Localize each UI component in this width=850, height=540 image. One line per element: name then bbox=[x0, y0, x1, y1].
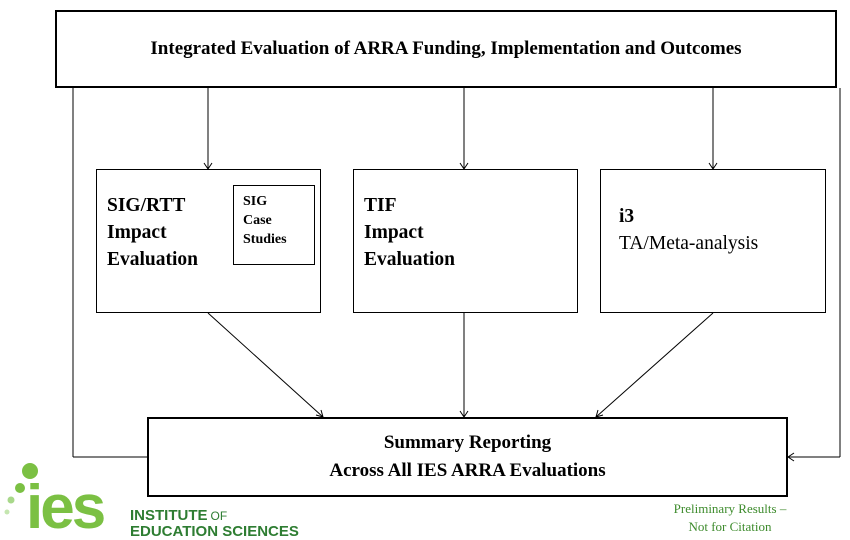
sig-case-line1: SIG bbox=[243, 194, 268, 209]
i3-box: i3 TA/Meta-analysis bbox=[600, 169, 826, 313]
integrated-evaluation-title: Integrated Evaluation of ARRA Funding, I… bbox=[150, 38, 742, 59]
logo-line1-main: INSTITUTE bbox=[130, 507, 208, 524]
i3-title: i3 TA/Meta-analysis bbox=[619, 203, 758, 257]
tif-line3: Evaluation bbox=[364, 249, 456, 270]
logo-wordmark: ies bbox=[26, 473, 104, 540]
logo-dot-tiny bbox=[4, 509, 10, 515]
sig-rtt-line2: Impact bbox=[107, 222, 167, 243]
sig-case-studies-label: SIG Case Studies bbox=[243, 192, 287, 249]
sig-case-line3: Studies bbox=[243, 232, 287, 247]
tif-box: TIF Impact Evaluation bbox=[353, 169, 578, 313]
integrated-evaluation-box: Integrated Evaluation of ARRA Funding, I… bbox=[55, 10, 837, 88]
sig-case-studies-box: SIG Case Studies bbox=[233, 185, 315, 265]
tif-title: TIF Impact Evaluation bbox=[364, 192, 455, 273]
tif-line2: Impact bbox=[364, 222, 424, 243]
i3-line1: i3 bbox=[619, 206, 635, 227]
logo-dot-medium bbox=[15, 483, 25, 493]
sig-rtt-box: SIG/RTT Impact Evaluation SIG Case Studi… bbox=[96, 169, 321, 313]
sig-rtt-title: SIG/RTT Impact Evaluation bbox=[107, 192, 198, 273]
sig-rtt-line3: Evaluation bbox=[107, 249, 199, 270]
summary-line1: Summary Reporting bbox=[383, 432, 552, 453]
logo-dot-small bbox=[7, 496, 15, 504]
i3-line2: TA/Meta-analysis bbox=[619, 233, 759, 254]
summary-line2: Across All IES ARRA Evaluations bbox=[329, 460, 606, 481]
footer-line1: Preliminary Results – bbox=[673, 501, 787, 516]
footer-note: Preliminary Results – Not for Citation bbox=[650, 500, 810, 536]
tif-line1: TIF bbox=[364, 195, 397, 216]
logo-dot-large bbox=[22, 463, 38, 479]
logo-line2: EDUCATION SCIENCES bbox=[130, 523, 299, 540]
sig-case-line2: Case bbox=[243, 213, 272, 228]
summary-reporting-box: Summary Reporting Across All IES ARRA Ev… bbox=[147, 417, 788, 497]
sig-rtt-line1: SIG/RTT bbox=[107, 195, 186, 216]
footer-line2: Not for Citation bbox=[688, 519, 772, 534]
logo-line1-suffix: OF bbox=[211, 509, 228, 523]
